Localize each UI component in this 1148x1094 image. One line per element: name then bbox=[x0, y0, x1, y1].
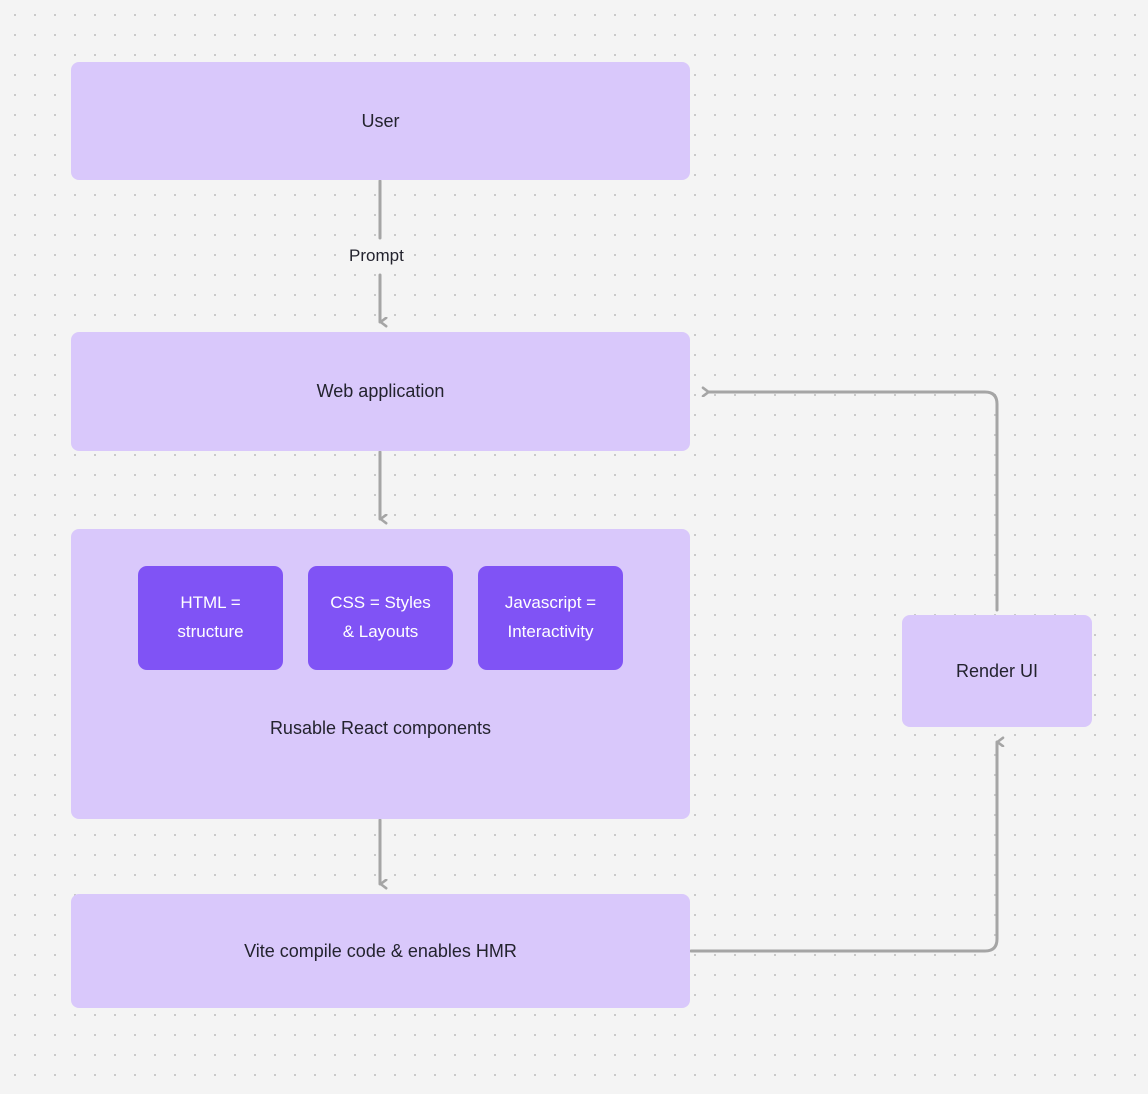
inner-node-css[interactable]: CSS = Styles & Layouts bbox=[308, 566, 453, 670]
node-reusable-react-components-label: Rusable React components bbox=[269, 718, 492, 738]
node-web-application-label: Web application bbox=[316, 381, 445, 402]
node-reusable-react-components[interactable]: HTML = structure CSS = Styles & Layouts … bbox=[71, 529, 690, 819]
inner-node-html-line2: structure bbox=[177, 622, 244, 641]
edge-vite-to-render bbox=[689, 742, 997, 953]
edge-label-prompt: Prompt bbox=[344, 246, 409, 266]
inner-node-css-line2: & Layouts bbox=[342, 622, 419, 641]
inner-node-javascript-line1: Javascript = bbox=[504, 593, 597, 613]
inner-node-row: HTML = structure CSS = Styles & Layouts … bbox=[71, 566, 690, 670]
node-vite-label: Vite compile code & enables HMR bbox=[244, 940, 517, 961]
edge-render-to-webapp bbox=[709, 392, 999, 612]
inner-node-javascript-line2: Interactivity bbox=[507, 622, 594, 641]
node-user-label: User bbox=[361, 110, 400, 131]
node-web-application[interactable]: Web application bbox=[71, 332, 690, 451]
inner-node-css-line1: CSS = Styles bbox=[330, 593, 431, 613]
node-vite[interactable]: Vite compile code & enables HMR bbox=[71, 894, 690, 1008]
inner-node-html[interactable]: HTML = structure bbox=[138, 566, 283, 670]
node-render-ui[interactable]: Render UI bbox=[902, 615, 1092, 727]
inner-node-html-line1: HTML = bbox=[180, 593, 241, 613]
node-render-ui-label: Render UI bbox=[955, 660, 1039, 681]
inner-node-javascript[interactable]: Javascript = Interactivity bbox=[478, 566, 623, 670]
node-user[interactable]: User bbox=[71, 62, 690, 180]
